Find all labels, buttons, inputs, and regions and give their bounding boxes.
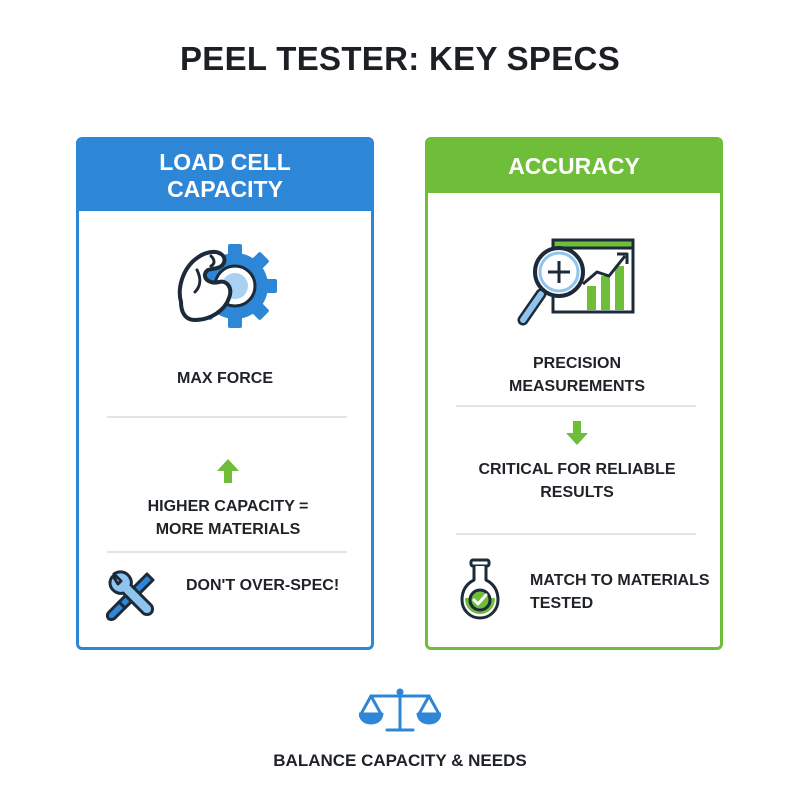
dont-over-spec-label: DON'T OVER-SPEC! — [186, 577, 340, 594]
magnifier-chart-icon — [517, 236, 639, 337]
divider — [456, 533, 696, 535]
load-cell-card: LOAD CELL CAPACITY — [76, 137, 374, 650]
accuracy-card: ACCURACY PRECISION MEASUREMENTS CRITICAL — [425, 137, 723, 650]
balance-scale-icon — [358, 686, 442, 739]
accuracy-header-label: ACCURACY — [508, 153, 640, 179]
up-arrow-icon — [216, 458, 240, 489]
precision-measurements-label: PRECISION MEASUREMENTS — [508, 355, 645, 395]
down-arrow-icon — [565, 420, 589, 451]
divider — [107, 551, 347, 553]
divider — [456, 405, 696, 407]
footer-text: BALANCE CAPACITY & NEEDS — [273, 751, 527, 770]
load-cell-header: LOAD CELL CAPACITY — [79, 140, 371, 211]
load-cell-header-label: LOAD CELL CAPACITY — [159, 148, 291, 202]
flexed-arm-gear-icon — [171, 240, 283, 341]
wrench-screwdriver-icon — [103, 568, 159, 629]
page-title: PEEL TESTER: KEY SPECS — [180, 40, 620, 77]
higher-capacity-label: HIGHER CAPACITY = MORE MATERIALS — [147, 498, 309, 538]
critical-reliable-label: CRITICAL FOR RELIABLE RESULTS — [478, 461, 676, 501]
divider — [107, 416, 347, 418]
accuracy-header: ACCURACY — [428, 140, 720, 193]
max-force-label: MAX FORCE — [177, 370, 273, 387]
flask-check-icon — [460, 558, 500, 625]
match-materials-label: MATCH TO MATERIALS TESTED — [530, 572, 710, 612]
